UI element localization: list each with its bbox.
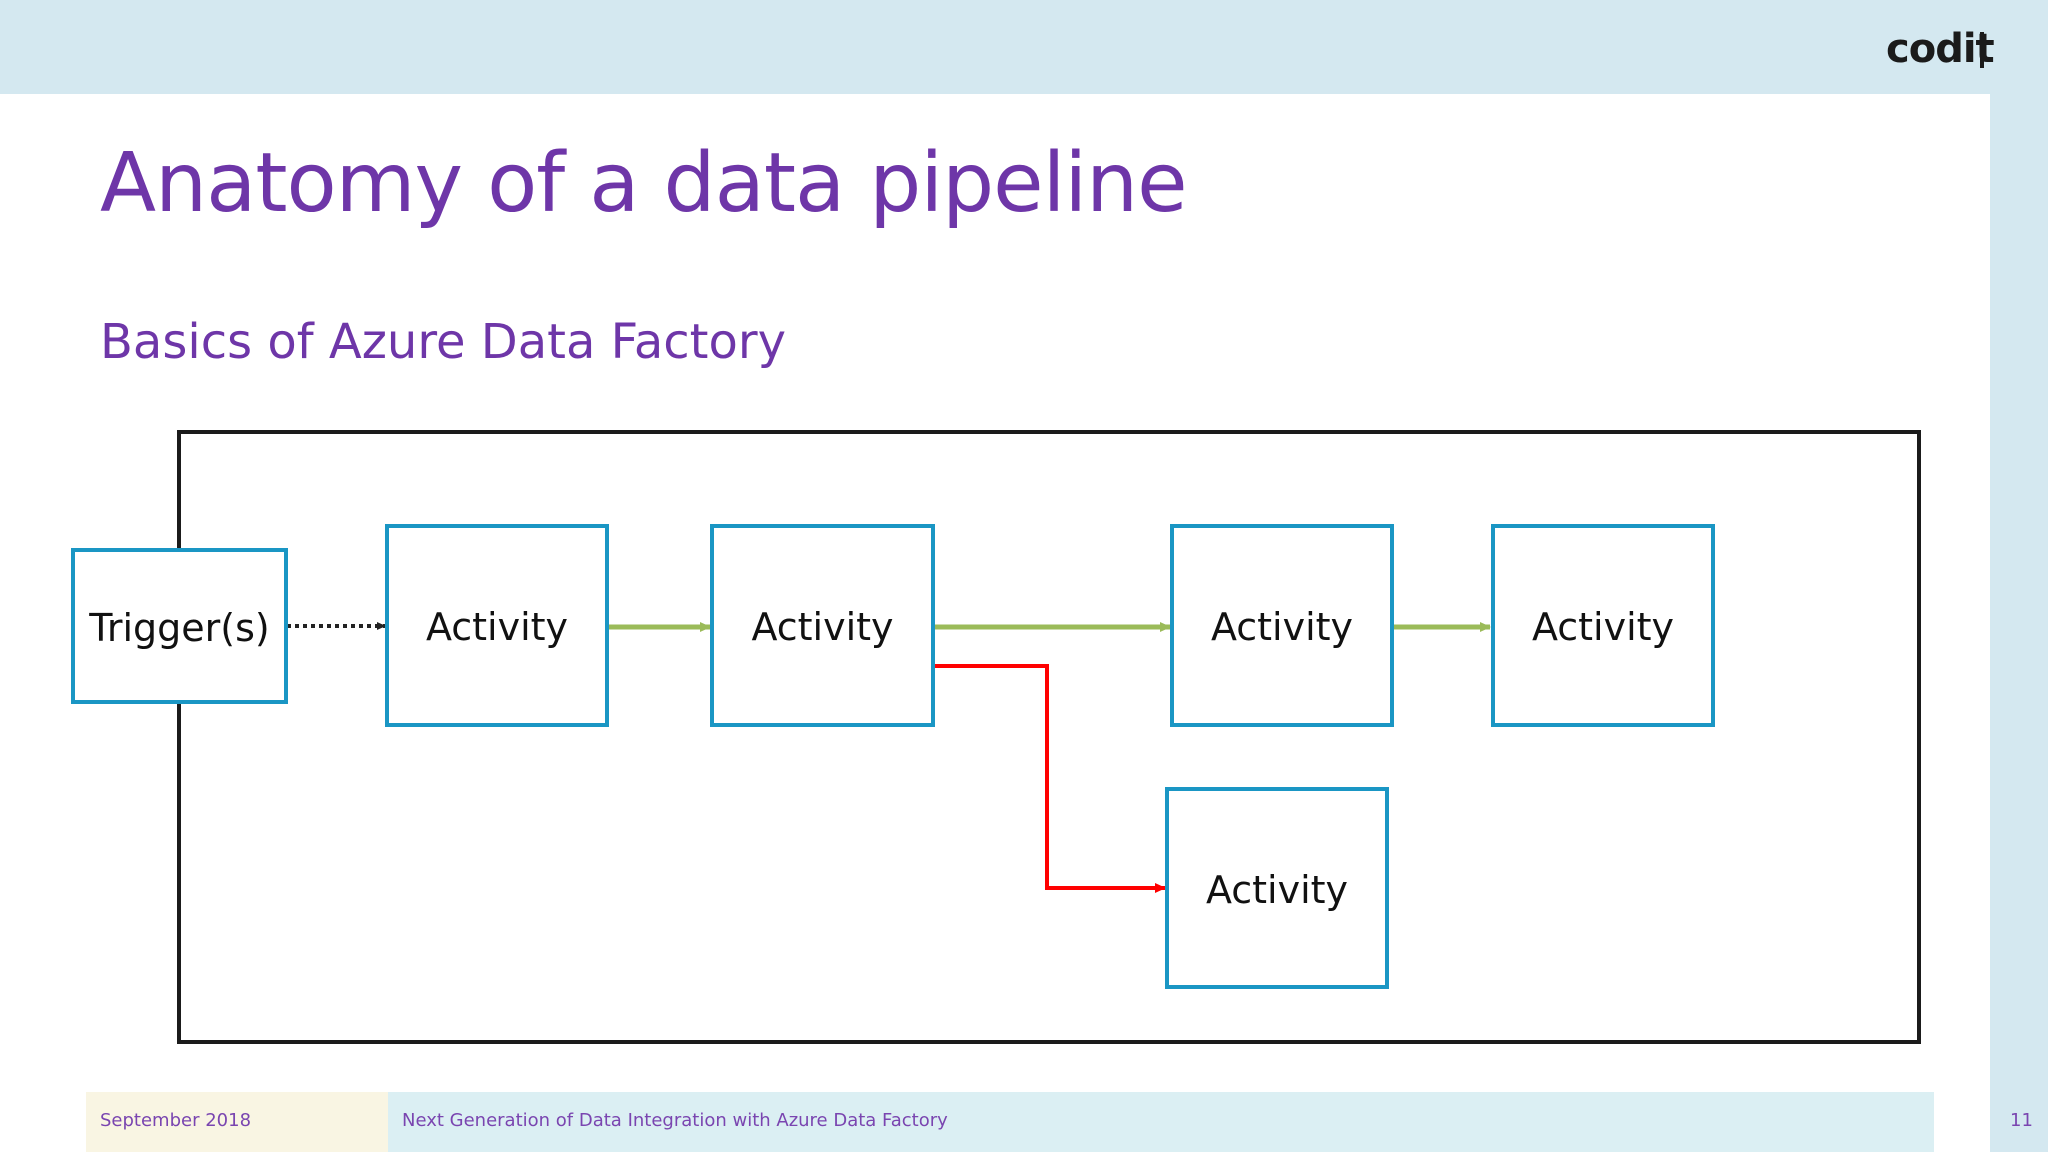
node-activity-4-label: Activity	[1532, 605, 1674, 649]
node-activity-2-label: Activity	[751, 605, 893, 649]
codit-logo: codit	[1886, 26, 1995, 72]
edge-activity-2-to-activity-5	[934, 664, 1166, 893]
node-activity-3-label: Activity	[1211, 605, 1353, 649]
logo-bar-mark	[1980, 32, 1984, 68]
node-trigger-label: Trigger(s)	[88, 606, 270, 650]
footer-date-band	[86, 1092, 388, 1152]
node-activity-3[interactable]: Activity	[1170, 524, 1394, 727]
footer-presentation-title: Next Generation of Data Integration with…	[402, 1110, 948, 1131]
node-activity-2[interactable]: Activity	[710, 524, 935, 727]
node-trigger[interactable]: Trigger(s)	[71, 548, 288, 704]
slide-subtitle: Basics of Azure Data Factory	[100, 314, 786, 370]
node-activity-5-label: Activity	[1206, 868, 1348, 912]
node-activity-5[interactable]: Activity	[1165, 787, 1389, 989]
footer-title-band	[388, 1092, 1934, 1152]
node-activity-1[interactable]: Activity	[385, 524, 609, 727]
slide-title: Anatomy of a data pipeline	[100, 136, 1188, 231]
footer-date: September 2018	[100, 1110, 252, 1131]
pipeline-container	[177, 430, 1921, 1044]
page-number: 11	[2010, 1110, 2033, 1131]
node-activity-1-label: Activity	[426, 605, 568, 649]
header-band	[0, 0, 2048, 94]
node-activity-4[interactable]: Activity	[1491, 524, 1715, 727]
right-side-band	[1990, 94, 2048, 1152]
